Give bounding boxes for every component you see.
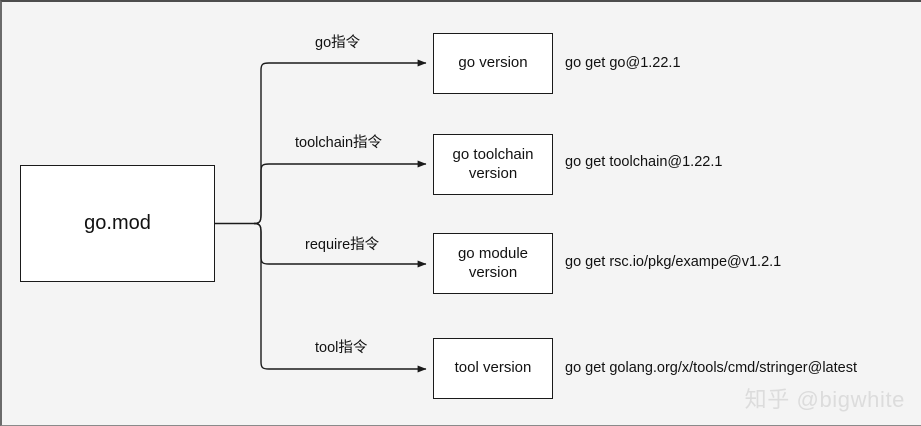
line-1: go module <box>457 245 529 263</box>
edge-toolchain <box>253 160 427 225</box>
node-go-version[interactable]: go version <box>433 33 553 94</box>
watermark: 知乎 @bigwhite <box>744 387 905 412</box>
edge-label-toolchain: toolchain指令 <box>295 135 383 151</box>
node-tool-version-label: tool version <box>454 359 532 377</box>
annotation-tool-version: go get golang.org/x/tools/cmd/stringer@l… <box>565 360 857 376</box>
line-2: version <box>468 263 518 281</box>
edge-label-require: require指令 <box>305 237 380 253</box>
node-go-module-version-label: go module version <box>458 245 528 282</box>
node-tool-version[interactable]: tool version <box>433 338 553 399</box>
node-go-mod-label: go.mod <box>84 212 151 235</box>
node-go-toolchain-version[interactable]: go toolchain version <box>433 134 553 195</box>
line-1: go toolchain <box>452 146 534 164</box>
annotation-go-version: go get go@1.22.1 <box>565 55 681 71</box>
edge-label-go: go指令 <box>315 35 361 51</box>
node-go-toolchain-version-label: go toolchain version <box>453 146 534 183</box>
line-2: version <box>468 164 518 182</box>
node-go-module-version[interactable]: go module version <box>433 233 553 294</box>
annotation-go-toolchain: go get toolchain@1.22.1 <box>565 154 723 170</box>
annotation-go-module: go get rsc.io/pkg/exampe@v1.2.1 <box>565 254 782 270</box>
node-go-version-label: go version <box>458 54 528 72</box>
edge-label-tool: tool指令 <box>315 340 368 356</box>
node-go-mod[interactable]: go.mod <box>20 165 215 282</box>
